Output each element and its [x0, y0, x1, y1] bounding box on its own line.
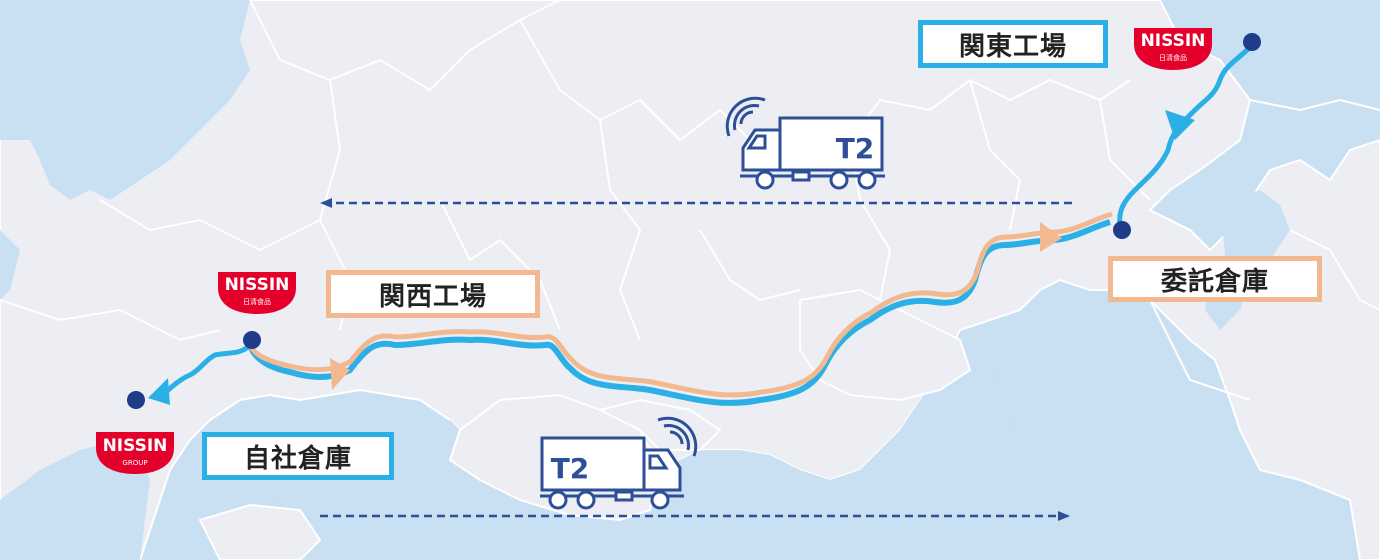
truck-mark-eastbound: T2 [551, 452, 590, 485]
consignment-warehouse-label: 委託倉庫 [1108, 256, 1322, 302]
svg-text:NISSIN: NISSIN [1141, 31, 1206, 51]
nissin-logo-kanto: NISSIN 日清食品 [1134, 28, 1212, 70]
own-warehouse-route [156, 343, 252, 402]
svg-text:GROUP: GROUP [122, 459, 147, 467]
nissin-logo-group: NISSIN GROUP [96, 432, 174, 474]
consignment-warehouse-dot [1113, 221, 1131, 239]
kanto-direction-arrow [1165, 110, 1195, 140]
consignment-direction-arrow [1040, 222, 1062, 252]
own-warehouse-dot [127, 391, 145, 409]
svg-text:NISSIN: NISSIN [103, 436, 168, 456]
kanto-factory-dot [1243, 33, 1261, 51]
truck-icon-eastbound [540, 416, 698, 510]
svg-text:NISSIN: NISSIN [225, 275, 290, 295]
kanto-factory-label: 関東工場 [918, 20, 1108, 68]
kansai-factory-dot [243, 331, 261, 349]
own-warehouse-label: 自社倉庫 [202, 432, 394, 480]
nissin-logo-kansai: NISSIN 日清食品 [218, 272, 296, 314]
main-route-orange [247, 211, 1113, 398]
inland-sea [0, 0, 250, 300]
kansai-factory-label: 関西工場 [326, 270, 540, 318]
svg-text:日清食品: 日清食品 [1159, 53, 1187, 62]
truck-icon-westbound [725, 96, 885, 190]
svg-text:日清食品: 日清食品 [243, 297, 271, 306]
own-warehouse-arrow [148, 378, 170, 405]
kansai-direction-arrow [330, 358, 350, 390]
truck-mark-westbound: T2 [836, 132, 875, 165]
